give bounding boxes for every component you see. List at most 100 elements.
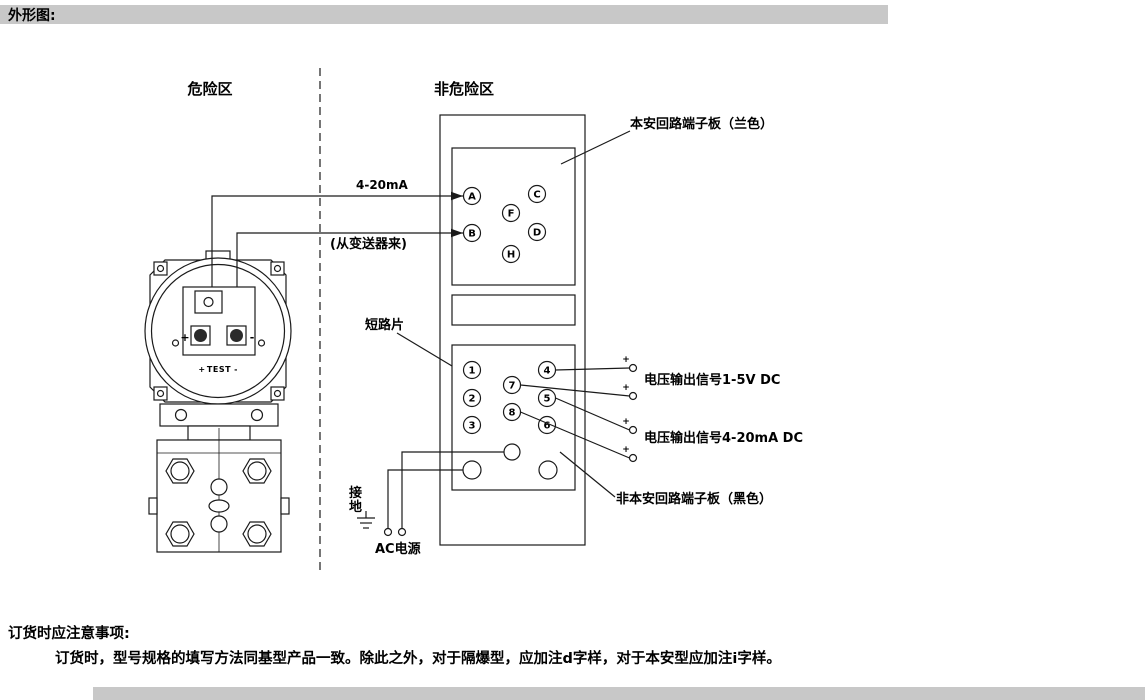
label-voltage-1-5v: 电压输出信号1-5V DC — [644, 372, 780, 388]
plus-mark: + — [622, 417, 630, 427]
housing-corner-tr — [270, 261, 285, 276]
arrowhead-icon — [451, 191, 463, 201]
terminal-5: 5 — [537, 388, 557, 408]
housing-corner-bl — [153, 386, 168, 401]
output-connections: + + + + 电压输出信号1-5V DC 电压输出信号4-20mA DC — [520, 355, 803, 463]
corner-screw-icon — [156, 264, 165, 273]
small-screw-icon — [171, 339, 180, 347]
notes-title: 订货时应注意事项: — [8, 626, 130, 642]
flange-center-port — [210, 478, 228, 496]
transmitter-cover-inner — [150, 263, 286, 399]
label-is-terminal-board: 本安回路端子板（兰色） — [630, 116, 773, 132]
corner-screw-icon — [273, 264, 282, 273]
terminal-board: A C F B D H — [439, 114, 586, 546]
terminal-8: 8 — [502, 402, 522, 422]
terminal-2: 2 — [462, 388, 482, 408]
zone-label-hazardous: 危险区 — [187, 80, 232, 98]
terminal-7: 7 — [502, 375, 522, 395]
svg-text:B: B — [468, 229, 476, 240]
output-wire — [555, 367, 630, 371]
output-terminal-dot — [628, 453, 638, 463]
header-bar: 外形图: — [0, 5, 888, 24]
svg-text:C: C — [533, 190, 540, 201]
terminal-A: A — [462, 186, 482, 206]
bracket-bolt-icon — [250, 408, 264, 422]
terminal-minus-label: - — [250, 331, 255, 344]
flange-bolt-circle — [170, 524, 190, 544]
flange-center-plug — [208, 499, 230, 513]
wire-4-20ma — [211, 195, 464, 287]
ac-wire — [401, 451, 504, 528]
footer-bar — [93, 687, 1145, 700]
svg-text:8: 8 — [509, 408, 516, 419]
wire-from-transmitter — [236, 232, 464, 287]
label-ground: 接地 — [349, 486, 363, 515]
terminal-4: 4 — [537, 360, 557, 380]
plus-mark: + — [622, 445, 630, 455]
svg-text:7: 7 — [509, 381, 516, 392]
flange-bolt-circle — [247, 461, 267, 481]
plus-mark: + — [622, 355, 630, 365]
mounting-bracket — [159, 403, 279, 427]
test-plus-label: + — [198, 365, 205, 374]
label-ac-power: AC电源 — [375, 541, 421, 557]
ac-terminal-dot — [383, 527, 393, 537]
terminal-H: H — [501, 244, 521, 264]
flange-bolt-circle — [247, 524, 267, 544]
terminal-C: C — [527, 184, 547, 204]
jumper-section — [451, 294, 576, 326]
ground-ac-power: AC电源 — [357, 451, 504, 557]
zone-label-non-hazardous: 非危险区 — [434, 80, 494, 98]
flange-side-vent — [148, 497, 158, 515]
label-4-20ma: 4-20mA — [356, 178, 409, 192]
svg-text:5: 5 — [544, 394, 551, 405]
svg-text:6: 6 — [544, 421, 551, 432]
arrowhead-icon — [451, 228, 463, 238]
output-terminal-dot — [628, 363, 638, 373]
svg-text:A: A — [468, 192, 476, 203]
transmitter-drawing: + - + TEST - — [144, 250, 292, 553]
small-screw-icon — [257, 339, 266, 347]
signal-wires: 4-20mA (从变送器来) — [211, 178, 464, 287]
output-wire — [555, 397, 630, 431]
ac-terminal-dot — [397, 527, 407, 537]
terminal-6: 6 — [537, 415, 557, 435]
label-non-is-terminal-board: 非本安回路端子板（黑色） — [616, 491, 772, 507]
housing-corner-br — [270, 386, 285, 401]
svg-text:2: 2 — [469, 394, 476, 405]
housing-corner-tl — [153, 261, 168, 276]
output-wire — [520, 384, 630, 397]
svg-text:4: 4 — [544, 366, 551, 377]
page-title: 外形图: — [8, 8, 56, 24]
output-wire — [520, 411, 630, 459]
terminal-1: 1 — [462, 360, 482, 380]
leader-shorting-bar — [396, 332, 453, 367]
svg-text:F: F — [508, 209, 515, 220]
terminal-block-screw-icon — [203, 296, 214, 308]
label-shorting-bar: 短路片 — [365, 317, 404, 333]
terminal-B: B — [462, 223, 482, 243]
blank-terminal — [462, 460, 482, 480]
ground-symbol-icon — [357, 511, 375, 529]
ac-wire — [387, 469, 463, 528]
callouts: 本安回路端子板（兰色） 短路片 非本安回路端子板（黑色） — [365, 116, 773, 507]
terminal-screw-right-head — [230, 329, 243, 342]
bracket-bolt-icon — [174, 408, 188, 422]
corner-screw-icon — [156, 389, 165, 398]
flange-side-vent — [280, 497, 290, 515]
terminal-block-window — [194, 290, 223, 314]
flange-bolt-circle — [170, 461, 190, 481]
terminal-screw-left-head — [194, 329, 207, 342]
output-terminal-dot — [628, 391, 638, 401]
leader-non-is-board — [559, 451, 616, 498]
flange-center-port — [210, 515, 228, 533]
svg-text:H: H — [507, 250, 515, 261]
test-minus-label: - — [234, 365, 238, 374]
leader-is-board — [560, 130, 631, 165]
label-from-transmitter: (从变送器来) — [330, 236, 407, 252]
blank-terminal — [503, 443, 521, 461]
label-voltage-4-20ma: 电压输出信号4-20mA DC — [644, 430, 803, 446]
svg-text:3: 3 — [469, 421, 476, 432]
